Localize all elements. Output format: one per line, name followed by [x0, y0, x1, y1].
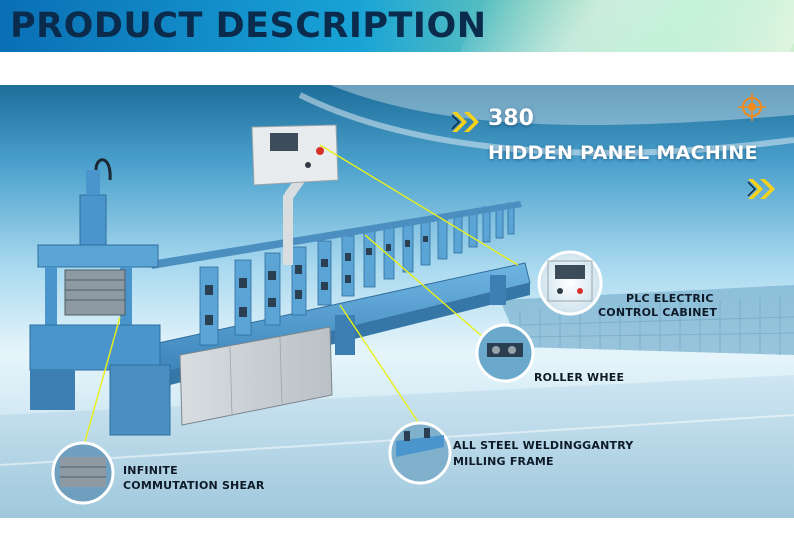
- banner-shine: [451, 0, 794, 52]
- machine-illustration: [0, 85, 794, 518]
- sky-swoosh: [330, 85, 794, 125]
- machine-name: HIDDEN PANEL MACHINE: [488, 142, 758, 164]
- header-banner: PRODUCT DESCRIPTION: [0, 0, 794, 52]
- target-icon: [738, 93, 766, 121]
- page-title: PRODUCT DESCRIPTION: [10, 6, 487, 46]
- callout-frame-line1: ALL STEEL WELDINGGANTRY: [453, 439, 634, 452]
- callout-circle-shear: [51, 441, 115, 505]
- callout-plc-line2: CONTROL CABINET: [598, 306, 718, 319]
- sky-arc: [298, 92, 794, 156]
- callout-roller: ROLLER WHEE: [534, 371, 624, 385]
- callout-plc: PLC ELECTRIC CONTROL CABINET: [598, 292, 717, 320]
- double-chevron-icon: [747, 179, 775, 199]
- machine-scene: 380 HIDDEN PANEL MACHINE PLC ELECTRIC CO…: [0, 85, 794, 518]
- callout-shear: INFINITE COMMUTATION SHEAR: [123, 464, 265, 493]
- double-chevron-icon: [451, 112, 479, 132]
- callout-roller-line1: ROLLER WHEE: [534, 371, 625, 384]
- callout-shear-line2: COMMUTATION SHEAR: [123, 479, 265, 492]
- callout-frame: ALL STEEL WELDINGGANTRY MILLING FRAME: [453, 439, 633, 469]
- callout-frame-line2: MILLING FRAME: [453, 455, 554, 468]
- machine-model: 380: [488, 106, 534, 131]
- callout-plc-line1: PLC ELECTRIC: [626, 292, 714, 305]
- callout-shear-line1: INFINITE: [123, 464, 178, 477]
- callout-circle-roller: [475, 323, 535, 383]
- callout-lines: [83, 144, 519, 446]
- callout-circle-plc: [537, 250, 603, 316]
- callout-circle-frame: [388, 421, 452, 485]
- roll-forming-machine: [29, 124, 531, 436]
